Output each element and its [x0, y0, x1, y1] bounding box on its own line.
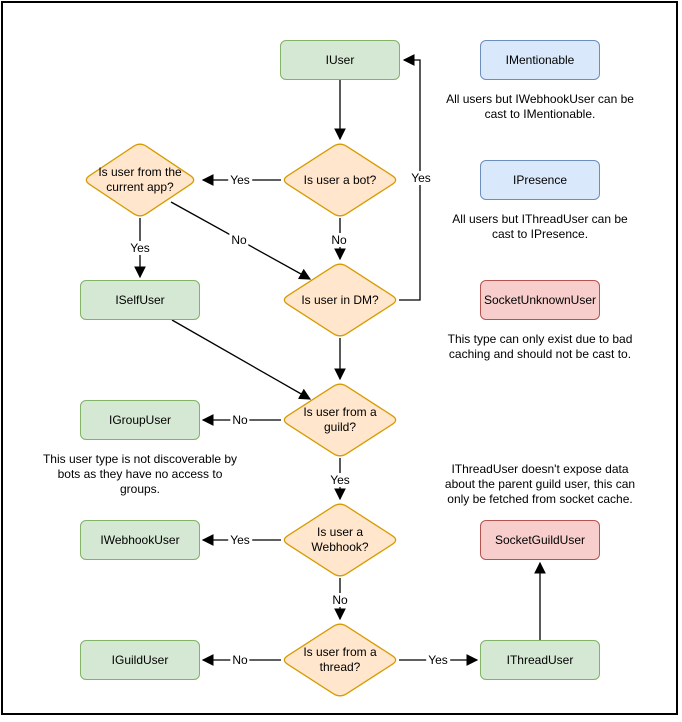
node-ithreaduser: IThreadUser — [480, 640, 600, 680]
decision-label-is-user-a-bot: Is user a bot? — [303, 172, 377, 187]
note-line: All users but IThreadUser can be — [452, 212, 628, 226]
node-label: IGroupUser — [108, 413, 172, 427]
edge-label-webhook-no-to-thread: No — [330, 593, 350, 607]
edge-label-thread-no-to-iguilduser: No — [230, 653, 250, 667]
decision-label-is-user-from-guild: Is user from a guild? — [303, 405, 377, 434]
node-label: SocketUnknownUser — [483, 293, 597, 307]
note-line: All users but IWebhookUser can be — [446, 92, 634, 106]
note-line: IThreadUser doesn't expose data — [451, 462, 629, 476]
node-label: IThreadUser — [506, 653, 574, 667]
node-label: IUser — [325, 53, 355, 67]
node-igroupuser: IGroupUser — [80, 400, 200, 440]
note-line: groups. — [119, 482, 161, 496]
node-label: IWebhookUser — [100, 533, 180, 547]
edge-label-dm-yes-to-iuser: Yes — [409, 171, 433, 185]
note-line: bots as they have no access to — [57, 467, 223, 481]
node-socketguilduser: SocketGuildUser — [480, 520, 600, 560]
note-line: cast to IPresence. — [491, 227, 589, 241]
edge-label-guild-yes-to-webhook: Yes — [328, 473, 352, 487]
decision-label-is-user-from-current-app: Is user from the current app? — [98, 165, 182, 194]
node-label: SocketGuildUser — [494, 533, 586, 547]
note-line: only be fetched from socket cache. — [447, 492, 633, 506]
edge-label-guild-no-to-igroupuser: No — [230, 413, 250, 427]
node-label: IGuildUser — [111, 653, 169, 667]
decision-label-is-user-from-thread: Is user from a thread? — [303, 645, 377, 674]
edge-label-bot-yes-to-currentapp: Yes — [228, 173, 252, 187]
node-iselfuser: ISelfUser — [80, 280, 200, 320]
node-iwebhookuser: IWebhookUser — [80, 520, 200, 560]
note-line: This user type is not discoverable by — [42, 452, 238, 466]
note-line: cast to IMentionable. — [484, 107, 596, 121]
edge-label-bot-no-to-dm: No — [329, 233, 349, 247]
node-socketunknownuser: SocketUnknownUser — [480, 280, 600, 320]
decision-label-is-user-in-dm: Is user in DM? — [301, 292, 379, 307]
edge-label-thread-yes-to-ithreaduser: Yes — [426, 653, 450, 667]
edge-label-webhook-yes-to-iwebhookuser: Yes — [228, 533, 252, 547]
node-label: IPresence — [512, 173, 568, 187]
note-line: caching and should not be cast to. — [448, 347, 632, 361]
note-line: This type can only exist due to bad — [447, 332, 633, 346]
node-iuser: IUser — [280, 40, 400, 80]
node-imentionable: IMentionable — [480, 40, 600, 80]
edge-label-currentapp-yes-to-iselfuser: Yes — [128, 241, 152, 255]
decision-label-is-user-a-webhook: Is user a Webhook? — [311, 525, 369, 554]
edge-label-currentapp-no-to-dm: No — [229, 233, 249, 247]
node-label: IMentionable — [505, 53, 575, 67]
node-iguilduser: IGuildUser — [80, 640, 200, 680]
node-ipresence: IPresence — [480, 160, 600, 200]
note-line: about the parent guild user, this can — [444, 477, 636, 491]
node-label: ISelfUser — [115, 293, 165, 307]
